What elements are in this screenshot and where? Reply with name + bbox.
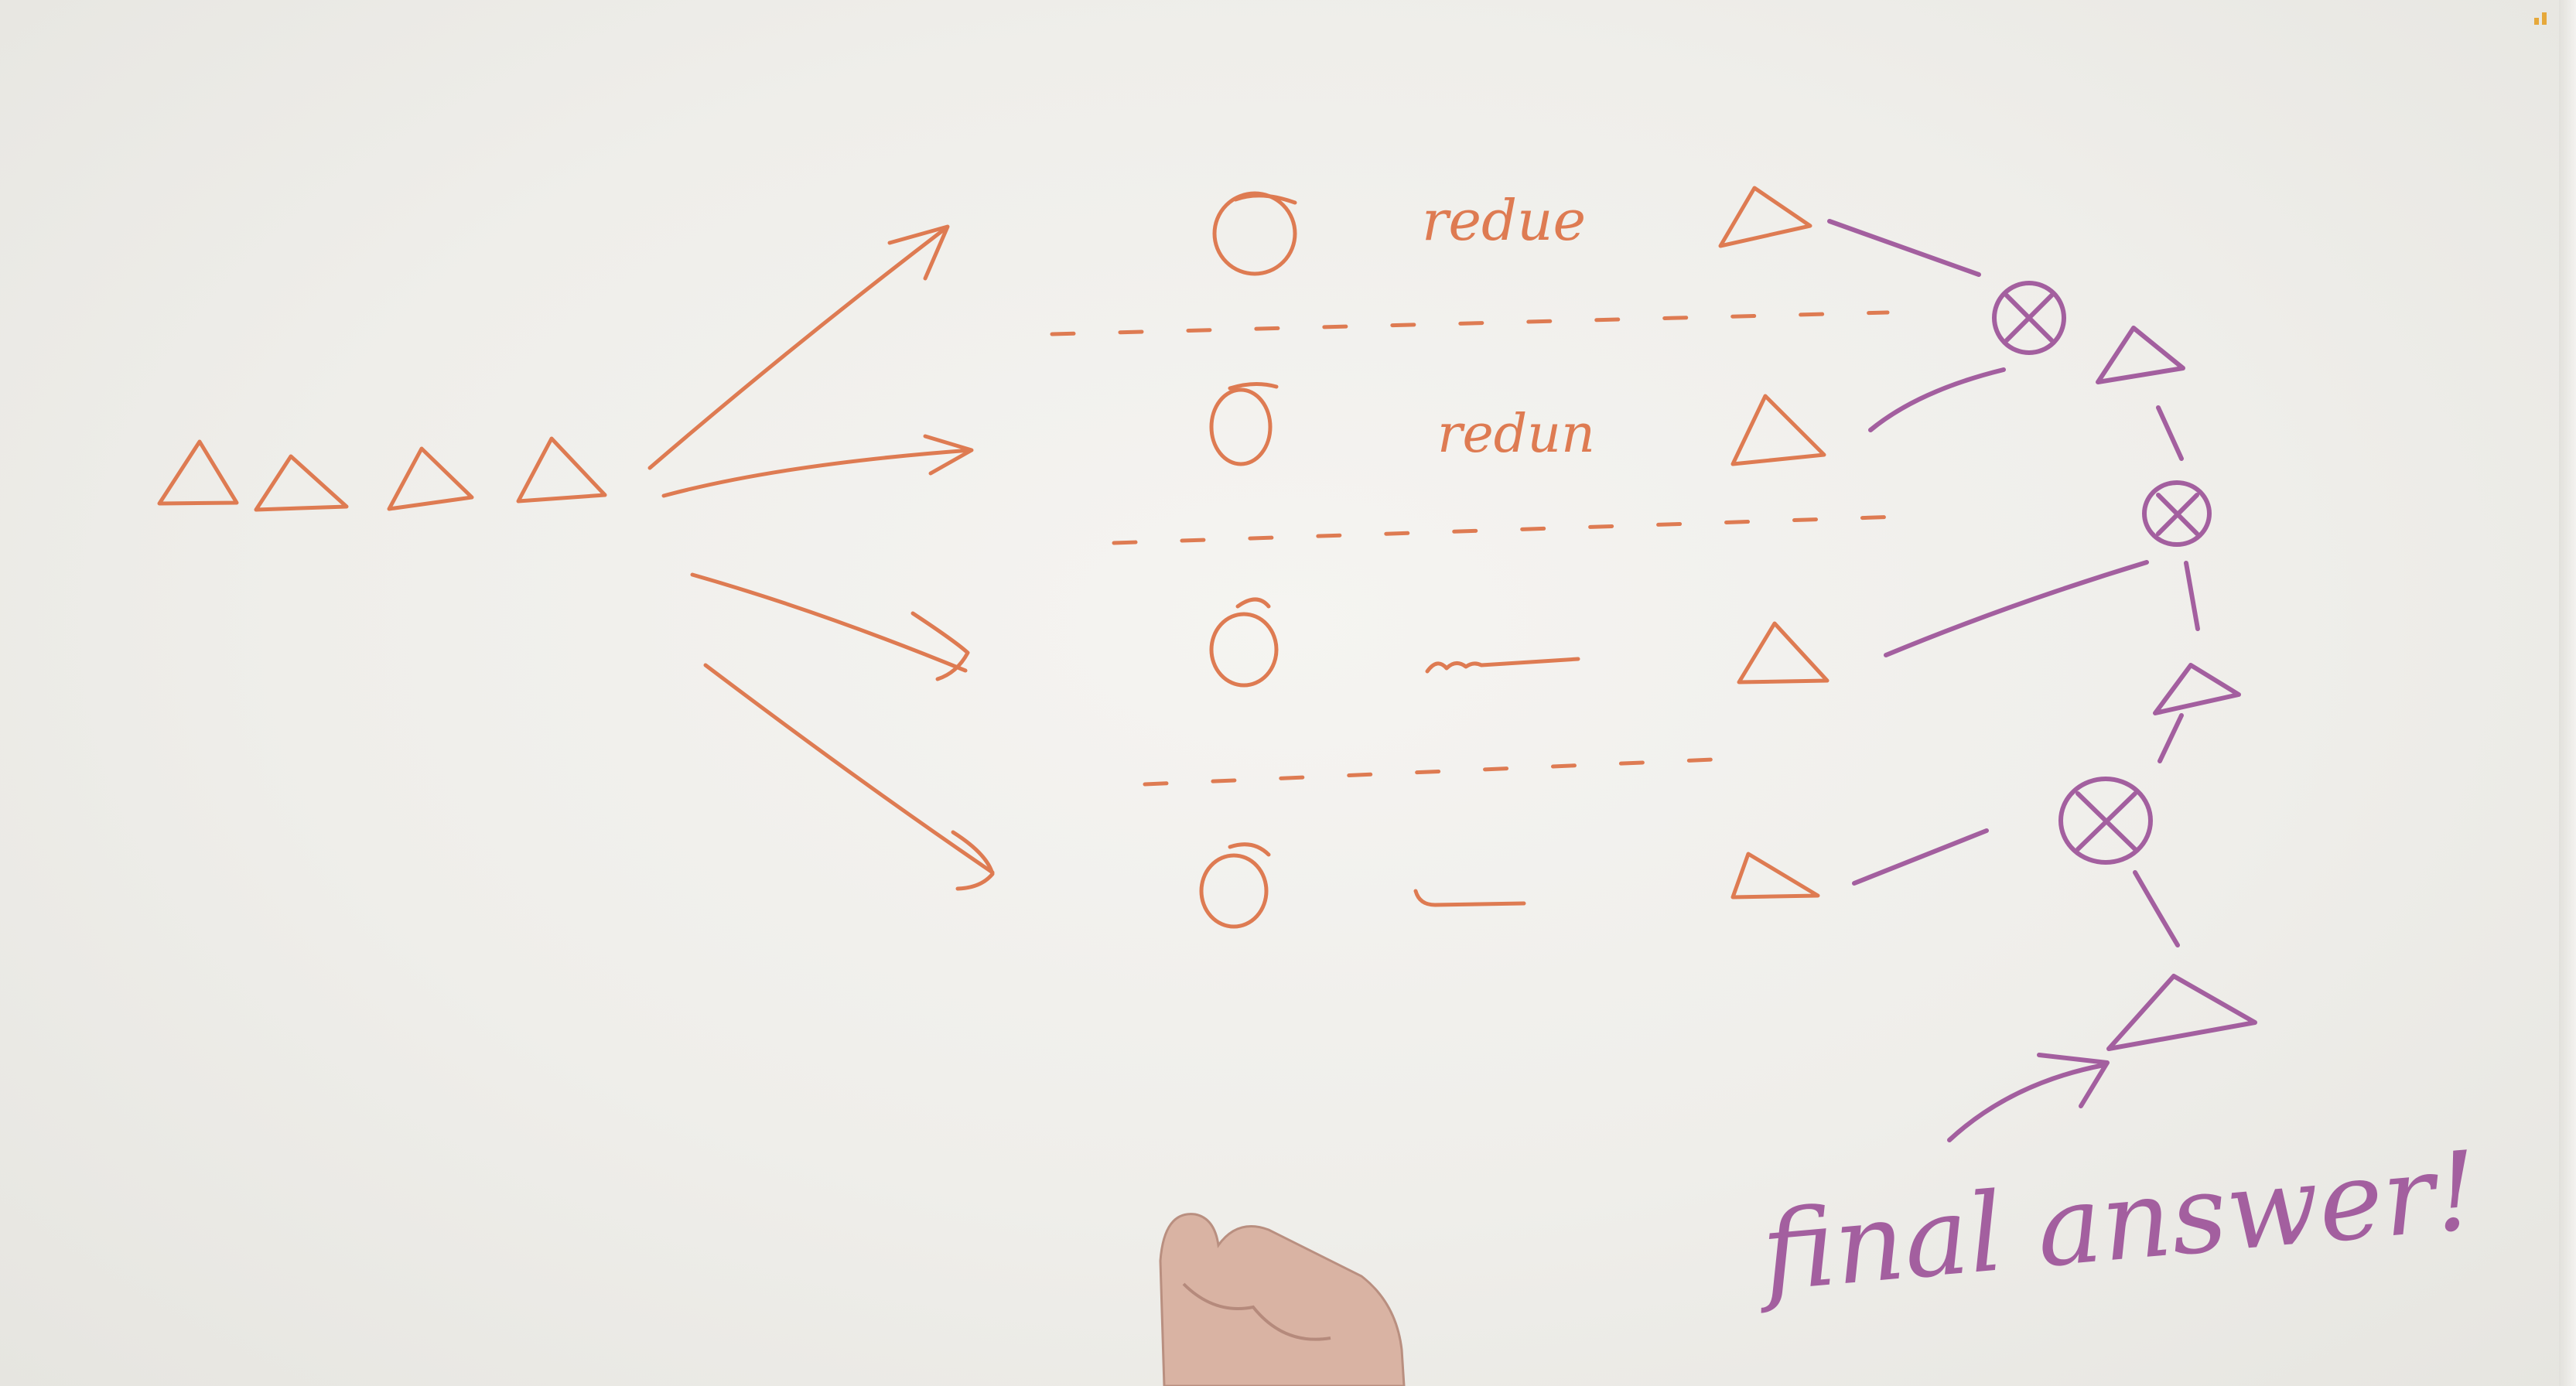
input-triangles	[157, 436, 607, 512]
link-1	[1827, 219, 1981, 277]
input-triangle-4	[516, 436, 607, 504]
link-5	[2184, 561, 2200, 631]
link-3	[2156, 405, 2184, 461]
hand-shadow	[1182, 1282, 1331, 1341]
input-triangle-2	[254, 454, 349, 512]
link-8	[2133, 870, 2180, 947]
arrow-3	[690, 572, 968, 673]
reduce-triangle-1	[1718, 186, 1812, 248]
partition-lines	[1050, 310, 1901, 787]
arrow-2-head	[923, 434, 974, 476]
input-triangle-3	[387, 446, 474, 511]
link-4	[1884, 560, 2149, 657]
map-arrows	[647, 224, 995, 891]
combine-op-icon	[2142, 480, 2212, 547]
combine-op-icon	[1992, 281, 2066, 355]
reduce-labels: redue redun	[1413, 188, 1595, 907]
arrow-4-head	[951, 830, 995, 891]
map-node-2	[1209, 382, 1279, 466]
final-triangle	[2106, 974, 2257, 1051]
separator-1	[1050, 310, 1890, 336]
reduce-triangle-4	[1730, 852, 1820, 900]
map-nodes	[1199, 191, 1297, 929]
final-arrow-head	[2037, 1053, 2110, 1108]
map-node-4	[1199, 842, 1271, 929]
reduce-triangle-3	[1737, 621, 1830, 684]
partial-triangle-2	[2153, 663, 2241, 715]
hand-fingers	[1159, 1213, 1406, 1386]
map-node-3	[1209, 597, 1279, 688]
final-arrow	[1947, 1063, 2106, 1142]
reduce-triangle-2	[1730, 394, 1826, 466]
arrow-4	[703, 663, 995, 875]
partial-triangle-1	[2096, 326, 2185, 384]
arrow-3-head	[910, 611, 970, 681]
map-node-1	[1212, 191, 1297, 276]
reduce-triangles	[1718, 186, 1830, 900]
final-answer-caption: final answer!	[1751, 1128, 2483, 1317]
separator-2	[1112, 514, 1901, 545]
signal-icon	[2534, 11, 2548, 25]
input-triangle-1	[157, 439, 239, 506]
link-6	[2157, 713, 2184, 763]
final-answer-callout: final answer!	[1751, 1053, 2483, 1317]
board-edge	[2559, 0, 2576, 1386]
arrow-2	[661, 448, 973, 498]
link-2	[1868, 367, 2006, 432]
combine-chain	[1827, 219, 2257, 1051]
reduce-scribble-3	[1425, 657, 1580, 674]
link-7	[1852, 828, 1989, 886]
separator-3	[1143, 756, 1751, 787]
arrow-1	[647, 227, 946, 470]
arrow-1-head	[887, 224, 950, 281]
reduce-label-1: redue	[1422, 188, 1586, 253]
reduce-scribble-4	[1413, 889, 1526, 907]
reduce-label-2: redun	[1437, 404, 1595, 465]
presenter-hand	[1159, 1213, 1406, 1386]
combine-op-icon	[2058, 777, 2153, 865]
